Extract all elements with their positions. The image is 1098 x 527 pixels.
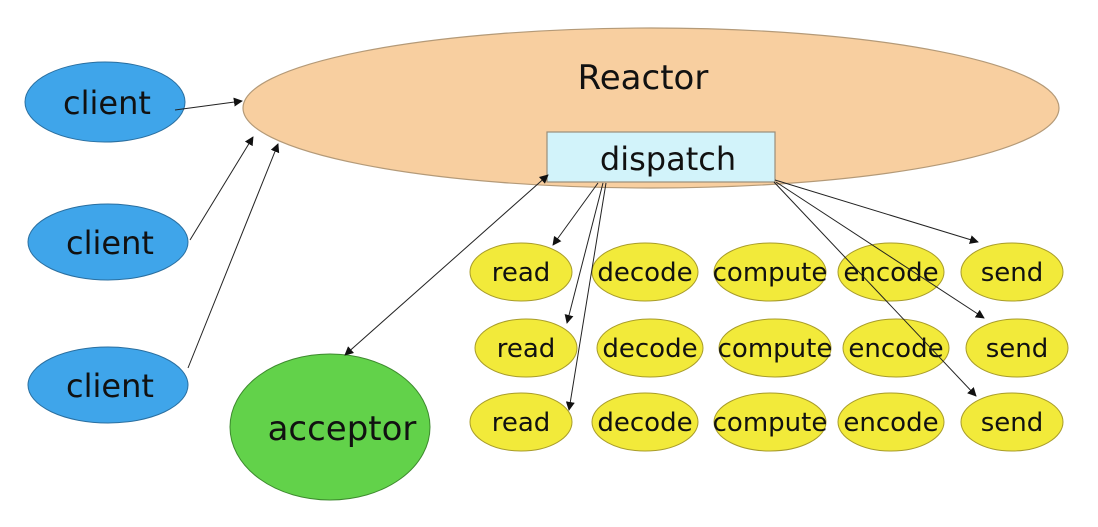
arrow-client-3-reactor xyxy=(187,143,280,369)
handler-decode: decode xyxy=(591,392,699,452)
arrow-dispatch-read-2 xyxy=(564,182,604,324)
acceptor: acceptor xyxy=(229,353,431,501)
handler-ellipse xyxy=(591,242,699,302)
client-3: client xyxy=(27,346,189,424)
handler-ellipse xyxy=(960,242,1064,302)
client-label: client xyxy=(66,224,154,262)
handler-encode: encode xyxy=(842,318,950,378)
client-label: client xyxy=(66,367,154,405)
handler-ellipse xyxy=(591,392,699,452)
handler-ellipse xyxy=(842,318,950,378)
arrow-client-1-reactor xyxy=(174,97,243,111)
handler-label: encode xyxy=(848,334,943,364)
handler-compute: compute xyxy=(718,318,833,378)
client-1: client xyxy=(24,61,186,143)
handler-send: send xyxy=(965,318,1069,378)
handler-ellipse xyxy=(960,392,1064,452)
reactor-ellipse xyxy=(242,27,1060,189)
handler-label: compute xyxy=(713,408,828,438)
handler-label: send xyxy=(986,334,1049,364)
arrow-dispatch-send-2 xyxy=(775,181,985,319)
arrow-dispatch-read-1 xyxy=(552,182,599,246)
handler-label: read xyxy=(497,334,556,364)
handler-read: read xyxy=(469,392,573,452)
handler-ellipse xyxy=(837,242,945,302)
handler-compute: compute xyxy=(713,392,828,452)
handler-label: compute xyxy=(713,258,828,288)
arrow-dispatch-send-1 xyxy=(774,179,979,244)
acceptor-label: acceptor xyxy=(268,409,417,449)
handler-label: encode xyxy=(843,408,938,438)
handler-label: decode xyxy=(602,334,697,364)
arrow-dispatch-read-3 xyxy=(565,182,607,411)
handler-encode: encode xyxy=(837,242,945,302)
handler-label: send xyxy=(981,408,1044,438)
handler-send: send xyxy=(960,392,1064,452)
dispatch: dispatch xyxy=(546,131,776,183)
handler-decode: decode xyxy=(591,242,699,302)
handler-read: read xyxy=(474,318,578,378)
clients: client client client xyxy=(24,61,189,424)
reactor-label: Reactor xyxy=(578,58,709,98)
handler-decode: decode xyxy=(596,318,704,378)
reactor: Reactor xyxy=(242,27,1060,189)
handler-label: encode xyxy=(843,258,938,288)
handler-ellipse xyxy=(718,318,832,378)
handler-label: send xyxy=(981,258,1044,288)
arrow-acceptor-dispatch xyxy=(344,174,549,356)
handler-ellipse xyxy=(965,318,1069,378)
handler-compute: compute xyxy=(713,242,828,302)
arrow-dispatch-send-3 xyxy=(773,181,977,397)
handler-encode: encode xyxy=(837,392,945,452)
handler-label: read xyxy=(492,258,551,288)
handler-ellipse xyxy=(837,392,945,452)
handler-ellipse xyxy=(713,242,827,302)
handler-label: decode xyxy=(597,408,692,438)
handler-read: read xyxy=(469,242,573,302)
handler-label: decode xyxy=(597,258,692,288)
handler-ellipse xyxy=(713,392,827,452)
arrows xyxy=(174,97,985,411)
handler-ellipse xyxy=(596,318,704,378)
dispatch-label: dispatch xyxy=(600,140,736,178)
handler-ellipse xyxy=(469,392,573,452)
dispatch-box xyxy=(546,131,776,183)
client-label: client xyxy=(63,84,151,122)
arrow-client-2-reactor xyxy=(189,136,254,241)
handler-label: read xyxy=(492,408,551,438)
handlers: read decode compute encode send read decode com… xyxy=(469,242,1069,452)
handler-label: compute xyxy=(718,334,833,364)
handler-send: send xyxy=(960,242,1064,302)
client-2: client xyxy=(27,203,189,281)
